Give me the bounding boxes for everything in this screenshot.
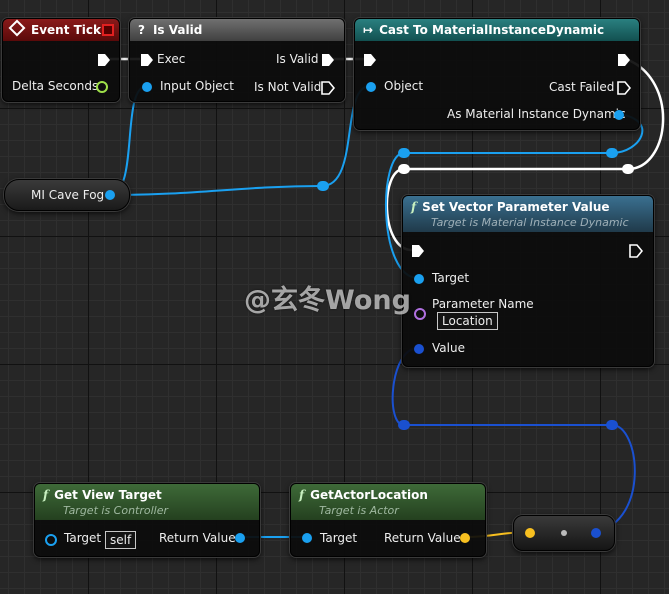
get-view-target-header: f Get View Target Target is Controller (35, 484, 259, 520)
as-mid-pin[interactable] (614, 110, 624, 120)
is-valid-node[interactable]: ? Is Valid Exec Is Valid Input Object Is … (129, 18, 345, 102)
mi-cave-fog-pin[interactable] (105, 190, 115, 200)
set-vector-subtitle: Target is Material Instance Dynamic (431, 216, 629, 229)
cast-object-label: Object (384, 79, 424, 93)
function-icon: f (411, 200, 417, 214)
event-tick-header: Event Tick (3, 19, 119, 41)
function-icon: f (299, 488, 305, 502)
gvt-return-pin[interactable] (235, 533, 245, 543)
is-not-valid-label: Is Not Valid (254, 80, 322, 94)
param-name-label: Parameter Name (432, 297, 534, 311)
cast-title: Cast To MaterialInstanceDynamic (379, 23, 605, 37)
is-valid-exec-pin[interactable] (321, 53, 335, 67)
exec-out-pin[interactable] (97, 53, 111, 67)
mi-cave-fog-label: MI Cave Fog (31, 188, 105, 202)
get-actor-location-subtitle: Target is Actor (319, 504, 399, 517)
vector-conversion-node[interactable] (513, 515, 615, 551)
exec-in-pin[interactable] (140, 53, 154, 67)
get-actor-location-node[interactable]: f GetActorLocation Target is Actor Target… (290, 483, 486, 557)
set-vector-node[interactable]: f Set Vector Parameter Value Target is Ma… (402, 195, 654, 367)
watermark-text: @玄冬Wong (244, 285, 411, 316)
event-delegate-icon (102, 24, 114, 36)
is-valid-title: Is Valid (152, 23, 203, 37)
param-name-pin[interactable] (414, 308, 426, 320)
gvt-target-label: Target (64, 531, 102, 545)
input-object-label: Input Object (160, 79, 234, 93)
set-exec-in-pin[interactable] (411, 244, 425, 258)
set-vector-header: f Set Vector Parameter Value Target is Ma… (403, 196, 653, 232)
set-exec-out-pin[interactable] (629, 244, 643, 258)
reroute-knot[interactable] (398, 164, 410, 174)
cast-exec-out-pin[interactable] (617, 53, 631, 67)
get-view-target-title: Get View Target (54, 488, 162, 502)
get-actor-location-title: GetActorLocation (310, 488, 428, 502)
conversion-in-pin[interactable] (525, 528, 535, 538)
set-vector-title: Set Vector Parameter Value (422, 200, 610, 214)
mi-cave-fog-node[interactable]: MI Cave Fog (4, 179, 130, 211)
gal-return-label: Return Value (384, 531, 461, 545)
gal-target-label: Target (320, 531, 358, 545)
is-not-valid-exec-pin[interactable] (321, 81, 335, 95)
event-tick-title: Event Tick (31, 23, 102, 37)
reroute-knot[interactable] (398, 420, 410, 430)
set-target-pin[interactable] (414, 274, 424, 284)
event-tick-node[interactable]: Event Tick Delta Seconds (2, 18, 120, 102)
cast-object-pin[interactable] (366, 82, 376, 92)
is-valid-out-label: Is Valid (276, 52, 319, 66)
gvt-target-pin[interactable] (45, 534, 57, 546)
set-value-pin[interactable] (414, 344, 424, 354)
param-name-input[interactable]: Location (437, 312, 498, 330)
get-view-target-subtitle: Target is Controller (63, 504, 169, 517)
gvt-return-label: Return Value (159, 531, 236, 545)
conversion-dot-icon (561, 530, 567, 536)
get-actor-location-header: f GetActorLocation Target is Actor (291, 484, 485, 520)
delta-seconds-pin[interactable] (96, 81, 108, 93)
cast-arrow-icon: ↦ (363, 23, 374, 37)
is-valid-header: ? Is Valid (130, 19, 344, 41)
cast-exec-in-pin[interactable] (363, 53, 377, 67)
object-wire-fog-cast (108, 85, 371, 196)
conversion-out-pin[interactable] (591, 528, 601, 538)
as-mid-label: As Material Instance Dynamic (447, 107, 626, 121)
cast-header: ↦ Cast To MaterialInstanceDynamic (355, 19, 639, 41)
gal-target-pin[interactable] (302, 533, 312, 543)
gvt-self-input[interactable]: self (105, 531, 137, 549)
get-view-target-node[interactable]: f Get View Target Target is Controller Ta… (34, 483, 260, 557)
reroute-knot[interactable] (317, 181, 329, 191)
delta-seconds-label: Delta Seconds (12, 79, 99, 93)
set-target-label: Target (432, 271, 470, 285)
cast-failed-exec-pin[interactable] (617, 81, 631, 95)
event-diamond-icon (8, 19, 26, 37)
exec-label: Exec (157, 52, 186, 66)
reroute-knot[interactable] (398, 148, 410, 158)
reroute-knot[interactable] (606, 148, 618, 158)
gal-return-pin[interactable] (460, 533, 470, 543)
question-icon: ? (138, 23, 145, 37)
set-value-label: Value (432, 341, 465, 355)
input-object-pin[interactable] (142, 82, 152, 92)
function-icon: f (43, 488, 49, 502)
reroute-knot[interactable] (606, 420, 618, 430)
cast-failed-label: Cast Failed (549, 80, 615, 94)
reroute-knot[interactable] (622, 164, 634, 174)
cast-node[interactable]: ↦Cast To MaterialInstanceDynamic Object … (354, 18, 640, 130)
